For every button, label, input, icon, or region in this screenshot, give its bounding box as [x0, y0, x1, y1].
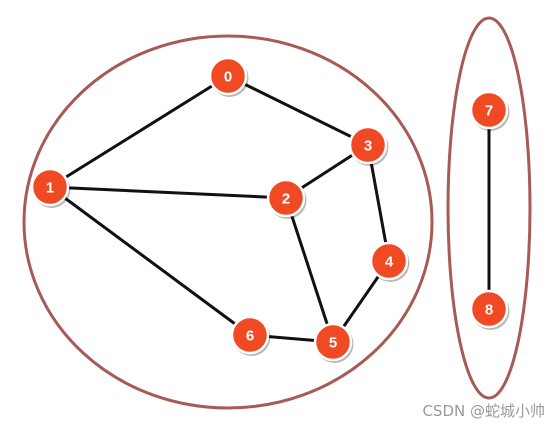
node-circle — [30, 167, 70, 207]
node-circle — [469, 289, 509, 329]
edge-1-6 — [48, 185, 252, 337]
node-circle — [230, 315, 270, 355]
edge-2-5 — [284, 196, 335, 344]
watermark: CSDN @蛇城小帅 — [422, 402, 545, 420]
node-circle — [208, 56, 248, 96]
nodes-layer: 0 1 2 3 4 5 6 7 8 — [30, 56, 510, 363]
node-label: 6 — [246, 328, 254, 345]
node-circle — [369, 241, 409, 281]
node-label: 1 — [46, 180, 54, 197]
node-3: 3 — [348, 125, 389, 166]
edge-0-1 — [48, 74, 230, 189]
node-0: 0 — [208, 56, 249, 97]
edge-1-2 — [48, 185, 288, 200]
node-7: 7 — [469, 90, 510, 131]
edge-3-4 — [366, 143, 391, 263]
node-6: 6 — [230, 315, 271, 356]
node-1: 1 — [30, 167, 71, 208]
node-4: 4 — [369, 241, 410, 282]
node-label: 5 — [329, 335, 337, 352]
node-label: 0 — [224, 69, 232, 86]
edges-layer — [48, 74, 491, 344]
component-2-outline — [446, 16, 532, 400]
node-label: 3 — [364, 138, 372, 155]
node-circle — [348, 125, 388, 165]
node-label: 4 — [385, 254, 394, 271]
node-label: 2 — [282, 191, 290, 208]
node-2: 2 — [266, 178, 307, 219]
node-circle — [313, 322, 353, 362]
node-5: 5 — [313, 322, 354, 363]
component-1-outline — [22, 34, 434, 410]
node-label: 8 — [485, 302, 493, 319]
node-8: 8 — [469, 289, 510, 330]
node-circle — [266, 178, 306, 218]
node-circle — [469, 90, 509, 130]
components-layer — [22, 16, 532, 410]
edge-0-3 — [226, 74, 370, 147]
node-label: 7 — [485, 103, 493, 120]
